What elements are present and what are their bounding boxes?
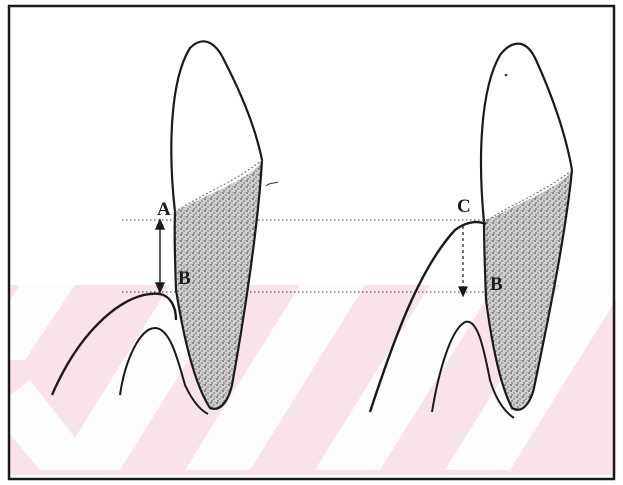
left-label-a: A [157, 199, 171, 220]
tooth-dot [505, 74, 508, 77]
stray-mark [266, 182, 278, 186]
left-measure-arrow [156, 220, 164, 292]
left-label-b: B [178, 268, 191, 289]
right-label-c: C [457, 196, 471, 217]
right-label-b: B [490, 274, 503, 295]
